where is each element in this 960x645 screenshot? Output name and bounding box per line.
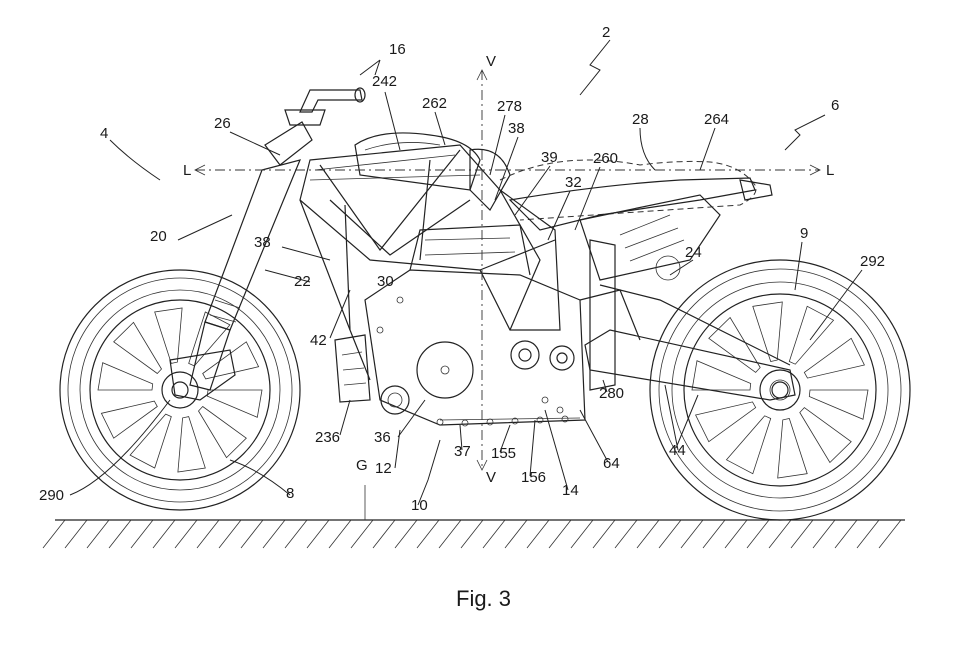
label-242: 242 [372, 73, 397, 90]
label-20: 20 [150, 228, 167, 245]
label-32: 32 [565, 174, 582, 191]
label-36: 36 [374, 429, 391, 446]
rear-wheel [649, 259, 911, 521]
label-290: 290 [39, 487, 64, 504]
label-264: 264 [704, 111, 729, 128]
label-G: G [356, 457, 368, 474]
figure-caption: Fig. 3 [456, 586, 511, 611]
reference-labels: 4 2 6 16 242 262 278 28 264 26 38 39 260… [39, 24, 885, 514]
label-28: 28 [632, 111, 649, 128]
engine-block [364, 224, 586, 427]
front-wheel [59, 269, 301, 511]
seat-tail [499, 159, 773, 281]
label-L-right: L [826, 162, 834, 179]
label-V-top: V [486, 53, 496, 70]
label-292: 292 [860, 253, 885, 270]
trellis-frame [299, 144, 561, 381]
label-V-bottom: V [486, 469, 496, 486]
label-156: 156 [521, 469, 546, 486]
label-42: 42 [310, 332, 327, 349]
radiator [334, 334, 371, 403]
label-8: 8 [286, 485, 294, 502]
label-236: 236 [315, 429, 340, 446]
rear-shock [589, 239, 616, 391]
fuel-tank [354, 132, 511, 211]
label-38-top: 38 [508, 120, 525, 137]
label-4: 4 [100, 125, 108, 142]
label-24: 24 [685, 244, 702, 261]
label-10: 10 [411, 497, 428, 514]
label-26: 26 [214, 115, 231, 132]
label-22: 22 [294, 273, 311, 290]
leader-lines [69, 39, 863, 506]
label-39: 39 [541, 149, 558, 166]
label-278: 278 [497, 98, 522, 115]
label-6: 6 [831, 97, 839, 114]
label-38-left: 38 [254, 234, 271, 251]
label-30: 30 [377, 273, 394, 290]
label-14: 14 [562, 482, 579, 499]
label-L-left: L [183, 162, 191, 179]
label-37: 37 [454, 443, 471, 460]
label-9: 9 [800, 225, 808, 242]
label-262: 262 [422, 95, 447, 112]
label-2: 2 [602, 24, 610, 41]
ground-hatching [42, 519, 905, 549]
swingarm [579, 284, 796, 401]
label-12: 12 [375, 460, 392, 477]
label-44: 44 [669, 442, 686, 459]
axis-lines [194, 69, 821, 520]
label-16: 16 [389, 41, 406, 58]
front-fork [169, 87, 366, 401]
label-280: 280 [599, 385, 624, 402]
label-64: 64 [603, 455, 620, 472]
label-155: 155 [491, 445, 516, 462]
label-260: 260 [593, 150, 618, 167]
